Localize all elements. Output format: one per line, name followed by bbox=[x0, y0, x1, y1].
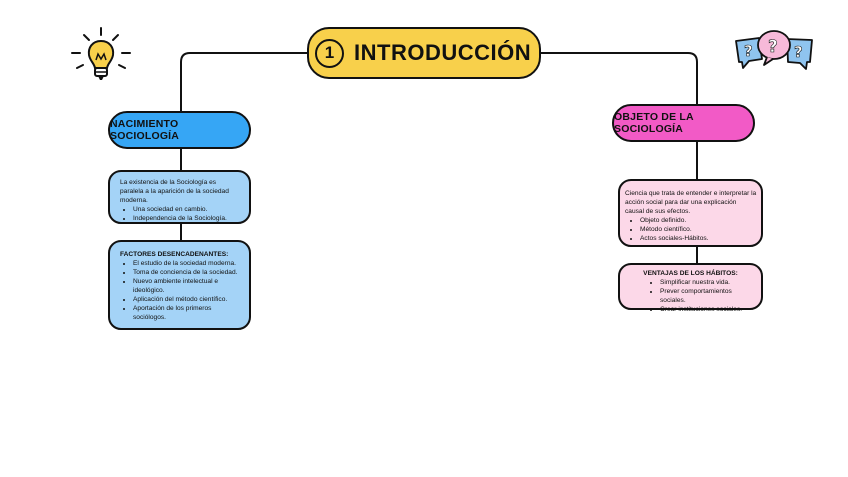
title-pill: 1 INTRODUCCIÓN bbox=[307, 27, 541, 79]
svg-text:?: ? bbox=[744, 42, 753, 60]
lightbulb-icon bbox=[71, 27, 131, 80]
list-item: Aportación de los primeros sociólogos. bbox=[133, 304, 239, 322]
ventajas-title: VENTAJAS DE LOS HÁBITOS: bbox=[643, 270, 738, 277]
box-factores-desencadenantes: FACTORES DESENCADENANTES: El estudio de … bbox=[108, 240, 251, 330]
ventajas-bullets: Simplificar nuestra vida. Prever comport… bbox=[626, 278, 755, 314]
page-title: INTRODUCCIÓN bbox=[354, 40, 532, 65]
list-item: Nuevo ambiente intelectual e ideológico. bbox=[133, 277, 239, 295]
nacimiento-text: La existencia de la Sociología es parale… bbox=[120, 179, 229, 204]
list-item: Objeto definido. bbox=[640, 216, 757, 225]
list-item: Método científico. bbox=[640, 225, 757, 234]
header-nacimiento-sociologia: NACIMIENTO SOCIOLOGÍA bbox=[108, 111, 251, 149]
svg-text:?: ? bbox=[794, 43, 803, 61]
box-nacimiento-description: La existencia de la Sociología es parale… bbox=[108, 170, 251, 224]
objeto-bullets: Objeto definido. Método científico. Acto… bbox=[625, 216, 757, 243]
list-item: El estudio de la sociedad moderna. bbox=[133, 259, 239, 268]
box-ventajas-habitos: VENTAJAS DE LOS HÁBITOS: Simplificar nue… bbox=[618, 263, 763, 313]
objeto-text: Ciencia que trata de entender e interpre… bbox=[625, 190, 757, 215]
connector-right-top bbox=[541, 52, 698, 104]
question-bubbles-icon: ? ? ? bbox=[735, 30, 813, 70]
header-objeto-sociologia: OBJETO DE LA SOCIOLOGÍA bbox=[612, 104, 755, 142]
list-item: Simplificar nuestra vida. bbox=[660, 278, 755, 287]
factores-bullets: El estudio de la sociedad moderna. Toma … bbox=[120, 259, 239, 322]
list-item: Independencia de la Sociología. bbox=[133, 214, 239, 223]
list-item: Prever comportamientos sociales. bbox=[660, 287, 755, 305]
svg-text:?: ? bbox=[768, 37, 778, 57]
connector-left-top bbox=[180, 52, 307, 111]
list-item: Una sociedad en cambio. bbox=[133, 205, 239, 214]
box-objeto-description: Ciencia que trata de entender e interpre… bbox=[618, 179, 763, 247]
list-item: Aplicación del método científico. bbox=[133, 295, 239, 304]
title-number: 1 bbox=[315, 38, 344, 68]
list-item: Toma de conciencia de la sociedad. bbox=[133, 268, 239, 277]
factores-title: FACTORES DESENCADENANTES: bbox=[120, 251, 229, 258]
nacimiento-bullets: Una sociedad en cambio. Independencia de… bbox=[120, 205, 239, 223]
list-item: Actos sociales-Hábitos. bbox=[640, 234, 757, 243]
list-item: Crear instituciones sociales. bbox=[660, 305, 755, 314]
